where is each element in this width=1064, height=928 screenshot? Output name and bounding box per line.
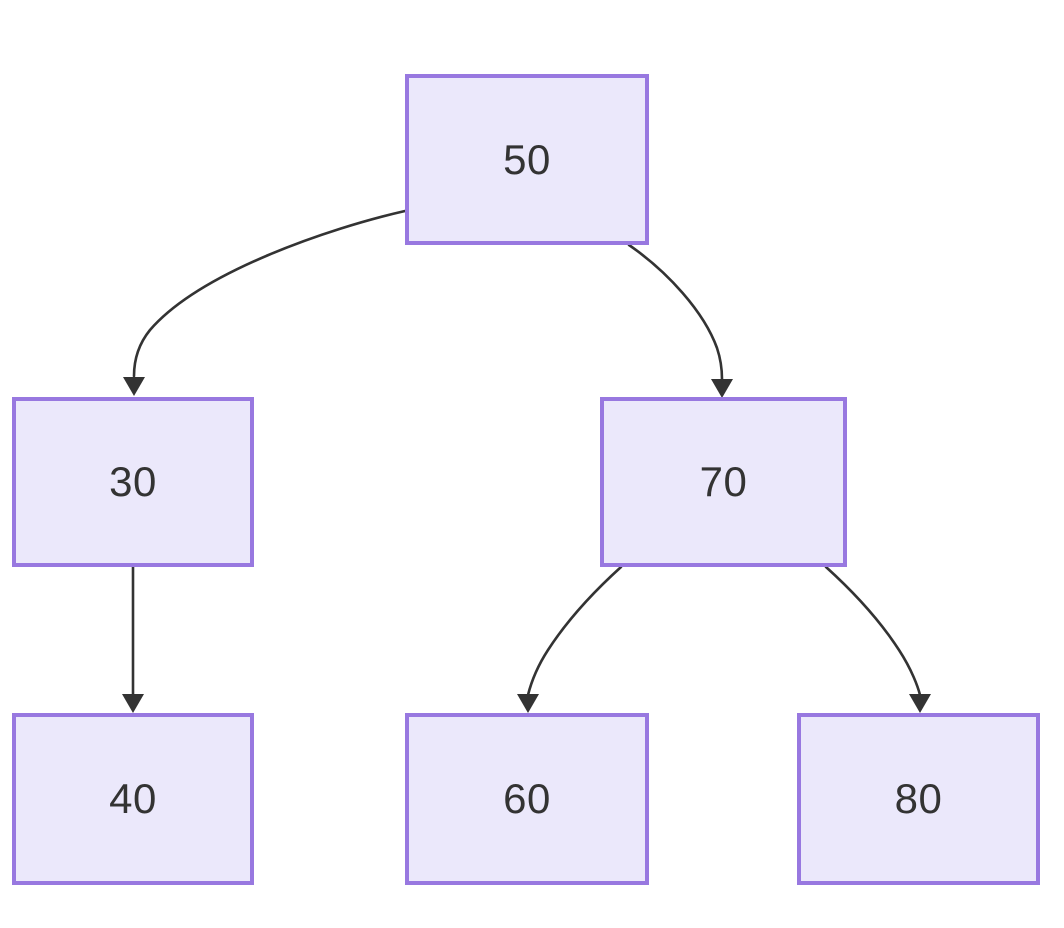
- tree-edge: [526, 565, 623, 697]
- arrowhead-icon: [517, 694, 539, 713]
- arrowhead-icon: [909, 694, 931, 713]
- tree-node-50[interactable]: 50: [405, 74, 649, 245]
- tree-node-70[interactable]: 70: [600, 397, 847, 567]
- tree-node-60[interactable]: 60: [405, 713, 649, 885]
- arrowhead-icon: [711, 379, 733, 398]
- tree-node-30[interactable]: 30: [12, 397, 254, 567]
- tree-node-40[interactable]: 40: [12, 713, 254, 885]
- tree-edge: [132, 209, 407, 378]
- tree-node-label: 30: [109, 458, 157, 505]
- tree-node-label: 70: [699, 458, 748, 505]
- arrowhead-icon: [122, 694, 144, 713]
- arrowhead-icon: [123, 377, 145, 396]
- tree-node-label: 50: [503, 135, 551, 183]
- tree-edge: [824, 565, 922, 697]
- tree-node-label: 40: [109, 775, 157, 822]
- tree-edge: [627, 243, 724, 381]
- tree-node-label: 60: [503, 775, 551, 822]
- tree-node-label: 80: [894, 775, 943, 822]
- tree-node-80[interactable]: 80: [797, 713, 1040, 885]
